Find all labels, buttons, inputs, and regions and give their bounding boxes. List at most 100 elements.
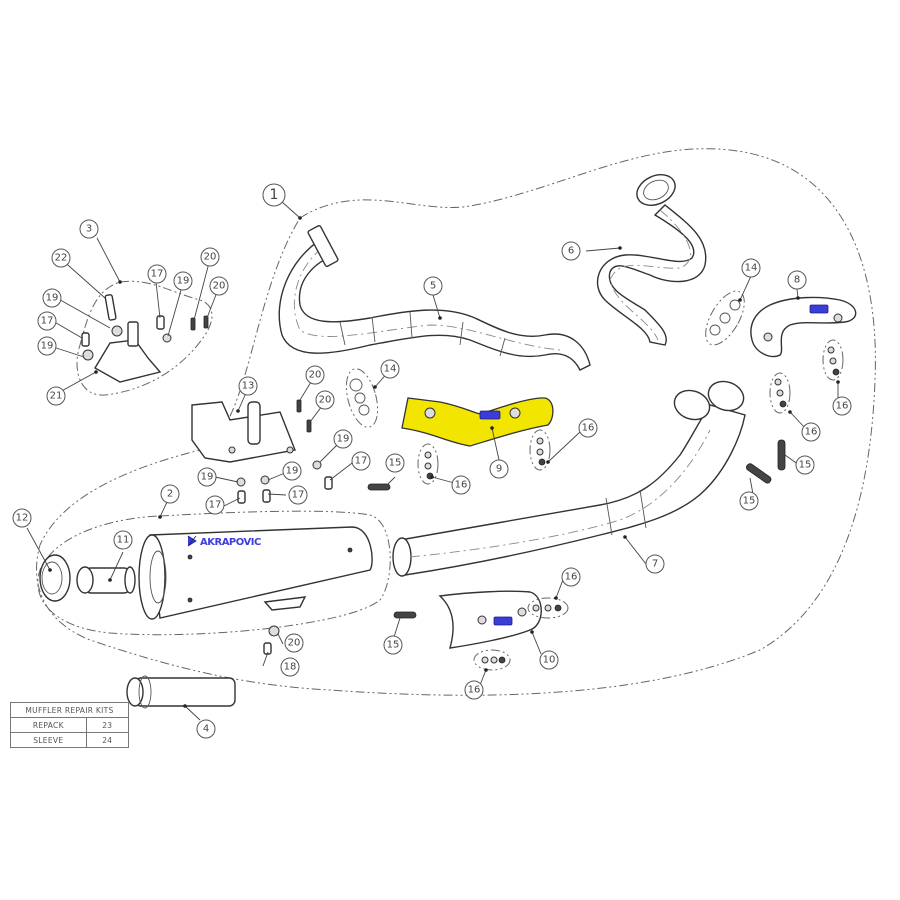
callout-8: 8 bbox=[787, 270, 807, 290]
callout-15d: 15 bbox=[795, 455, 815, 475]
svg-text:17: 17 bbox=[41, 316, 54, 327]
heat-shield-10 bbox=[438, 590, 542, 649]
callout-20c: 20 bbox=[305, 365, 325, 385]
callout-11: 11 bbox=[113, 530, 133, 550]
callout-5: 5 bbox=[423, 276, 443, 296]
gasket-set-14 bbox=[345, 290, 745, 428]
svg-text:5: 5 bbox=[430, 281, 436, 292]
svg-text:21: 21 bbox=[50, 391, 63, 402]
callout-6: 6 bbox=[561, 241, 581, 261]
fastener-sets-16 bbox=[417, 339, 844, 671]
svg-text:14: 14 bbox=[384, 364, 397, 375]
callout-4: 4 bbox=[196, 719, 216, 739]
svg-text:17: 17 bbox=[292, 490, 305, 501]
link-pipe-7 bbox=[392, 380, 746, 577]
svg-text:19: 19 bbox=[337, 434, 350, 445]
svg-text:2: 2 bbox=[167, 489, 173, 500]
callout-20e: 20 bbox=[284, 633, 304, 653]
svg-text:20: 20 bbox=[213, 281, 226, 292]
header-pipe-6 bbox=[596, 174, 707, 346]
sleeve-4 bbox=[126, 675, 236, 709]
svg-text:1: 1 bbox=[270, 187, 279, 203]
callout-15a: 15 bbox=[385, 453, 405, 473]
svg-text:15: 15 bbox=[389, 458, 402, 469]
svg-text:15: 15 bbox=[387, 640, 400, 651]
muffler-repair-kits-table: MUFFLER REPAIR KITS REPACK 23 SLEEVE 24 bbox=[10, 702, 130, 748]
callout-17e: 17 bbox=[288, 485, 308, 505]
callout-16a: 16 bbox=[451, 475, 471, 495]
svg-text:9: 9 bbox=[496, 464, 502, 475]
callout-16f: 16 bbox=[832, 396, 852, 416]
svg-text:16: 16 bbox=[455, 480, 468, 491]
svg-text:13: 13 bbox=[242, 381, 255, 392]
callout-19e: 19 bbox=[197, 467, 217, 487]
svg-text:19: 19 bbox=[177, 276, 190, 287]
table-row: SLEEVE 24 bbox=[10, 732, 130, 748]
svg-text:11: 11 bbox=[117, 535, 130, 546]
callout-14a: 14 bbox=[380, 359, 400, 379]
svg-text:8: 8 bbox=[794, 275, 800, 286]
callout-16e: 16 bbox=[801, 422, 821, 442]
svg-text:16: 16 bbox=[805, 427, 818, 438]
callout-3: 3 bbox=[79, 219, 99, 239]
brand-logo-text: AKRAPOVIC bbox=[200, 537, 261, 548]
svg-text:17: 17 bbox=[151, 269, 164, 280]
callout-16c: 16 bbox=[561, 567, 581, 587]
bracket-3 bbox=[81, 294, 209, 383]
svg-text:22: 22 bbox=[55, 253, 68, 264]
callout-17c: 17 bbox=[351, 451, 371, 471]
group-outline-muffler-2 bbox=[37, 510, 391, 636]
callout-15c: 15 bbox=[739, 491, 759, 511]
svg-text:15: 15 bbox=[743, 496, 756, 507]
callout-21: 21 bbox=[46, 386, 66, 406]
table-row: REPACK 23 bbox=[10, 717, 130, 733]
svg-text:3: 3 bbox=[86, 224, 92, 235]
callout-19c: 19 bbox=[173, 271, 193, 291]
callout-16d: 16 bbox=[464, 680, 484, 700]
svg-text:16: 16 bbox=[468, 685, 481, 696]
group-outline-bracket-3 bbox=[76, 280, 213, 396]
callout-2: 2 bbox=[160, 484, 180, 504]
svg-text:12: 12 bbox=[16, 513, 29, 524]
svg-text:20: 20 bbox=[204, 252, 217, 263]
svg-text:20: 20 bbox=[319, 395, 332, 406]
svg-text:19: 19 bbox=[41, 341, 54, 352]
callout-7: 7 bbox=[645, 554, 665, 574]
kit-number: 23 bbox=[85, 717, 130, 733]
callout-22: 22 bbox=[51, 248, 71, 268]
svg-text:14: 14 bbox=[745, 263, 758, 274]
svg-text:17: 17 bbox=[355, 456, 368, 467]
svg-text:10: 10 bbox=[543, 655, 556, 666]
svg-text:15: 15 bbox=[799, 460, 812, 471]
callout-19d: 19 bbox=[333, 429, 353, 449]
callout-10: 10 bbox=[539, 650, 559, 670]
table-header: MUFFLER REPAIR KITS bbox=[10, 702, 129, 718]
callout-9: 9 bbox=[489, 459, 509, 479]
end-cap-12 bbox=[39, 554, 71, 602]
kit-number: 24 bbox=[85, 732, 130, 748]
svg-text:6: 6 bbox=[568, 246, 574, 257]
svg-text:16: 16 bbox=[582, 423, 595, 434]
svg-text:16: 16 bbox=[836, 401, 849, 412]
svg-text:16: 16 bbox=[565, 572, 578, 583]
muffler-2: AKRAPOVIC bbox=[138, 526, 373, 620]
bracket-13 bbox=[191, 401, 296, 463]
callout-17b: 17 bbox=[37, 311, 57, 331]
kit-name: REPACK bbox=[10, 717, 87, 733]
callout-17a: 17 bbox=[147, 264, 167, 284]
callout-12: 12 bbox=[12, 508, 32, 528]
callout-13: 13 bbox=[238, 376, 258, 396]
svg-text:19: 19 bbox=[286, 466, 299, 477]
callout-19a: 19 bbox=[42, 288, 62, 308]
kit-name: SLEEVE bbox=[10, 732, 87, 748]
callout-19b: 19 bbox=[37, 336, 57, 356]
callout-20d: 20 bbox=[315, 390, 335, 410]
svg-text:17: 17 bbox=[209, 500, 222, 511]
heat-shield-8 bbox=[750, 296, 857, 358]
svg-text:7: 7 bbox=[652, 559, 658, 570]
callout-18: 18 bbox=[280, 657, 300, 677]
heat-shield-9-highlighted bbox=[401, 397, 554, 447]
callout-16b: 16 bbox=[578, 418, 598, 438]
group-outline-main bbox=[36, 148, 876, 696]
callout-1: 1 bbox=[262, 183, 286, 207]
